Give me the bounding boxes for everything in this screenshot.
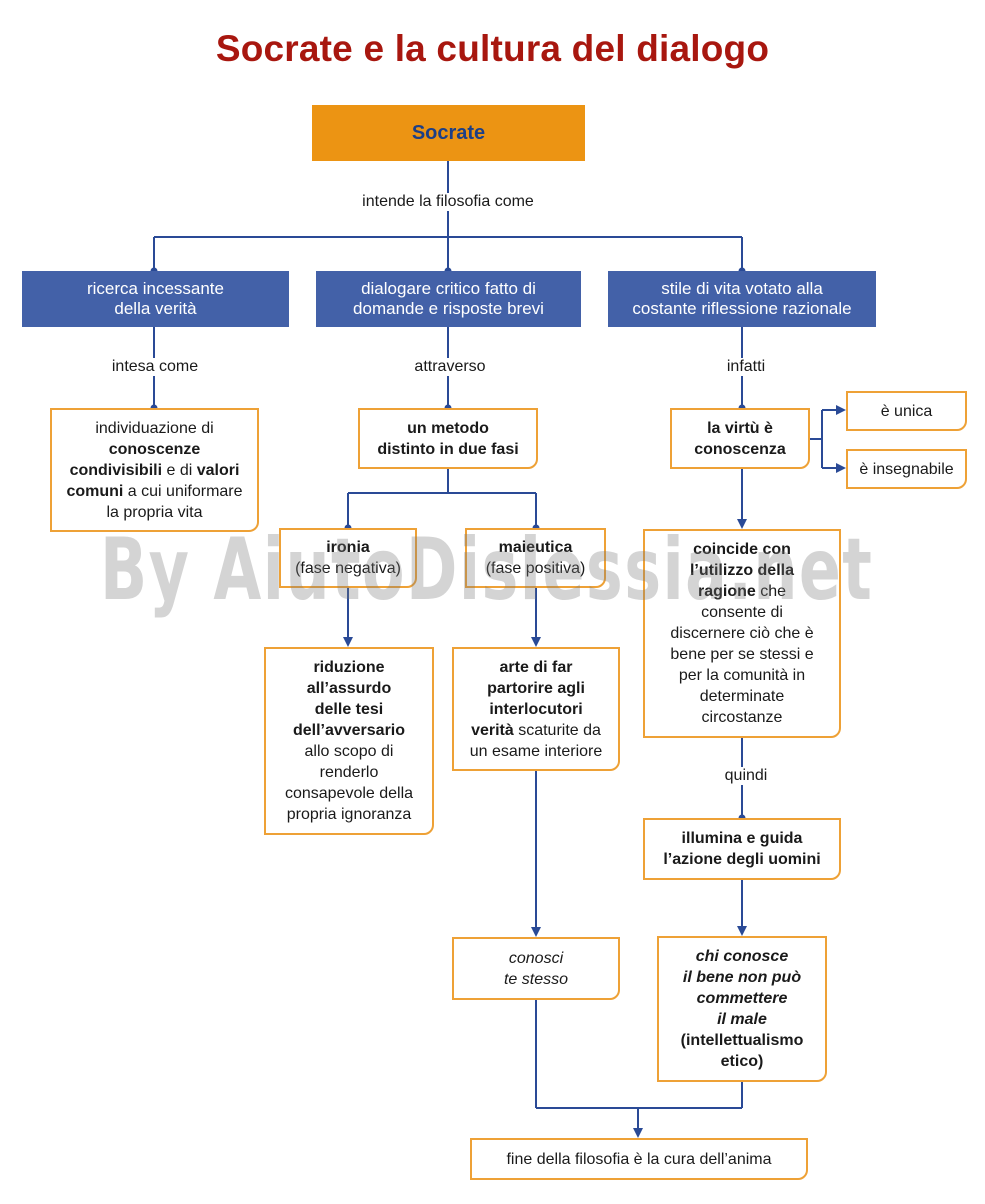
- node-text: partorire agli: [487, 679, 585, 697]
- node-text: conosci: [508, 949, 564, 967]
- node-text: ironia: [326, 539, 370, 556]
- node-text: della verità: [114, 299, 197, 318]
- page-title: Socrate e la cultura del dialogo: [215, 28, 770, 69]
- node-text: delle tesi: [314, 701, 384, 718]
- node-text: un esame interiore: [469, 742, 603, 760]
- label-quindi: quindi: [712, 767, 780, 785]
- node-text: discernere ciò che è: [670, 625, 814, 642]
- node-text: un metodo: [407, 419, 489, 437]
- node-text: arte di far: [499, 658, 573, 676]
- label-intesa: intesa come: [103, 358, 207, 376]
- node-text: il bene non può: [682, 969, 802, 986]
- node-unica: è unica: [846, 391, 967, 431]
- node-text: comuni: [66, 482, 124, 500]
- label-attraverso: attraverso: [403, 358, 497, 376]
- node-ricerca: ricerca incessante della verità: [22, 271, 289, 327]
- node-text: commettere: [696, 990, 788, 1007]
- node-text: determinate: [699, 688, 785, 705]
- node-text: e di: [162, 461, 197, 479]
- node-text: etico): [720, 1053, 764, 1070]
- node-text: renderlo: [319, 764, 379, 781]
- node-text: condivisibili: [69, 461, 163, 479]
- node-text: conoscenza: [694, 440, 786, 458]
- node-illumina: illumina e guida l’azione degli uomini: [643, 818, 841, 880]
- node-text: per la comunità in: [678, 667, 806, 684]
- node-text: dialogare critico fatto di: [361, 279, 536, 298]
- node-text: valori: [196, 461, 240, 479]
- node-dialogare: dialogare critico fatto di domande e ris…: [316, 271, 581, 327]
- node-text: domande e risposte brevi: [353, 299, 544, 318]
- node-text: dell’avversario: [292, 722, 406, 739]
- node-text: (fase negativa): [295, 560, 401, 577]
- node-text: l’utilizzo della: [689, 562, 794, 579]
- node-text: la virtù è: [707, 419, 773, 437]
- label-infatti: infatti: [714, 358, 778, 376]
- node-text: allo scopo di: [304, 743, 394, 760]
- node-text: fine della filosofia è la cura dell’anim…: [506, 1150, 772, 1168]
- node-maieutica: maieutica (fase positiva): [465, 528, 606, 588]
- node-text: individuazione di: [95, 419, 214, 437]
- node-text: conoscenze: [108, 440, 201, 458]
- node-fine: fine della filosofia è la cura dell’anim…: [470, 1138, 808, 1180]
- node-text: coincide con: [693, 541, 791, 558]
- node-text: maieutica: [498, 539, 573, 556]
- node-text: circostanze: [701, 709, 783, 726]
- node-text: bene per se stessi e: [670, 646, 814, 663]
- node-arte: arte di far partorire agli interlocutori…: [452, 647, 620, 771]
- node-text: consapevole della: [284, 785, 414, 802]
- node-text: (intellettualismo: [680, 1032, 804, 1049]
- node-metodo: un metodo distinto in due fasi: [358, 408, 538, 469]
- node-text: verità: [471, 721, 514, 739]
- node-text: propria ignoranza: [286, 806, 412, 823]
- node-conosci: conosci te stesso: [452, 937, 620, 1000]
- node-text: ricerca incessante: [86, 279, 224, 298]
- node-text: l’azione degli uomini: [663, 851, 821, 868]
- node-text: distinto in due fasi: [377, 440, 519, 458]
- node-text: chi conosce: [695, 948, 789, 965]
- node-text: all’assurdo: [306, 680, 392, 697]
- node-socrate: Socrate: [312, 105, 585, 161]
- node-stile: stile di vita votato alla costante rifle…: [608, 271, 876, 327]
- node-text: consente di: [701, 604, 783, 621]
- node-text: interlocutori: [489, 700, 583, 718]
- node-text: costante riflessione razionale: [632, 299, 852, 318]
- node-insegnabile: è insegnabile: [846, 449, 967, 489]
- node-text: a cui uniformare: [123, 482, 243, 500]
- node-individuazione: individuazione di conoscenze condivisibi…: [50, 408, 259, 532]
- label-intende: intende la filosofia come: [348, 193, 548, 211]
- node-text: te stesso: [503, 970, 569, 988]
- node-text: ragione: [697, 583, 756, 600]
- node-text: stile di vita votato alla: [661, 279, 823, 298]
- node-text: è insegnabile: [859, 460, 954, 478]
- node-ironia: ironia (fase negativa): [279, 528, 417, 588]
- node-text: (fase positiva): [485, 560, 586, 577]
- node-text: riduzione: [313, 659, 385, 676]
- node-text: la propria vita: [106, 503, 203, 521]
- node-chi-conosce: chi conosce il bene non può commettere i…: [657, 936, 827, 1082]
- node-text: il male: [717, 1011, 767, 1028]
- node-virtu: la virtù è conoscenza: [670, 408, 810, 469]
- node-socrate-text: Socrate: [411, 121, 486, 144]
- node-text: che: [755, 583, 787, 600]
- node-riduzione: riduzione all’assurdo delle tesi dell’av…: [264, 647, 434, 835]
- node-text: illumina e guida: [681, 830, 803, 847]
- node-text: scaturite da: [513, 721, 601, 739]
- node-text: è unica: [880, 402, 933, 420]
- node-coincide: coincide con l’utilizzo della ragione ch…: [643, 529, 841, 738]
